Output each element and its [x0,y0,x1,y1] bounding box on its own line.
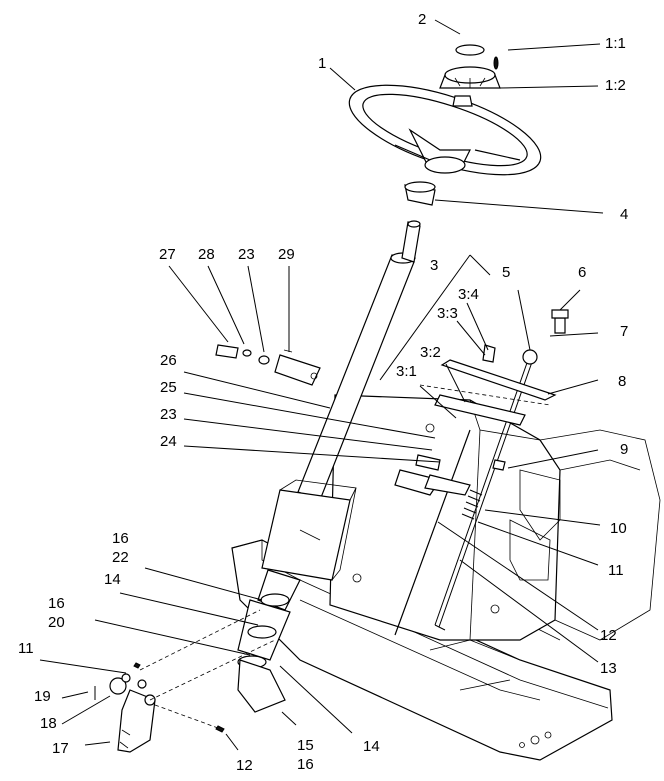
callout-11-right: 11 [608,562,624,579]
dash-panel [329,394,661,641]
callout-1-1: 1:1 [605,35,626,52]
callout-3-4: 3:4 [458,286,479,303]
callout-10: 10 [610,520,627,537]
callout-25: 25 [160,379,177,396]
callout-11-left: 11 [18,640,34,657]
control-lever [419,344,557,631]
callout-3-2: 3:2 [420,344,441,361]
callout-3-1: 3:1 [396,363,417,380]
callout-14-lower: 14 [363,738,380,755]
callout-12-lower: 12 [236,757,253,774]
callout-16-left: 16 [48,595,65,612]
callout-5: 5 [502,264,511,281]
callout-24: 24 [160,433,177,450]
callout-23-upper: 23 [238,246,255,263]
callout-13: 13 [600,660,617,677]
wheel-cap-parts [404,44,501,206]
callout-2: 2 [418,11,427,28]
lower-linkage [94,609,276,753]
callout-16-upper: 16 [112,530,129,547]
callout-8: 8 [618,373,627,390]
callout-18: 18 [40,715,57,732]
callout-22: 22 [112,549,129,566]
bracket-parts [215,344,321,386]
callout-15: 15 [297,737,314,754]
gear-box [231,479,357,713]
callout-27: 27 [159,246,176,263]
callout-3-3: 3:3 [437,305,458,322]
callout-16-lower: 16 [297,756,314,773]
callout-19: 19 [34,688,51,705]
callout-4: 4 [620,206,629,223]
callout-9: 9 [620,441,629,458]
callout-29: 29 [278,246,295,263]
callout-20: 20 [48,614,65,631]
callout-14-left: 14 [104,571,121,588]
callout-23-lower: 23 [160,406,177,423]
callout-1-2: 1:2 [605,77,626,94]
callout-12-right: 12 [600,627,617,644]
callout-6: 6 [578,264,587,281]
spring-and-bolts [394,309,569,520]
callout-1: 1 [318,55,327,72]
leader-lines [39,19,604,751]
callout-3: 3 [430,257,439,274]
callout-26: 26 [160,352,177,369]
callout-17: 17 [52,740,69,757]
callout-7: 7 [620,323,629,340]
callout-28: 28 [198,246,215,263]
